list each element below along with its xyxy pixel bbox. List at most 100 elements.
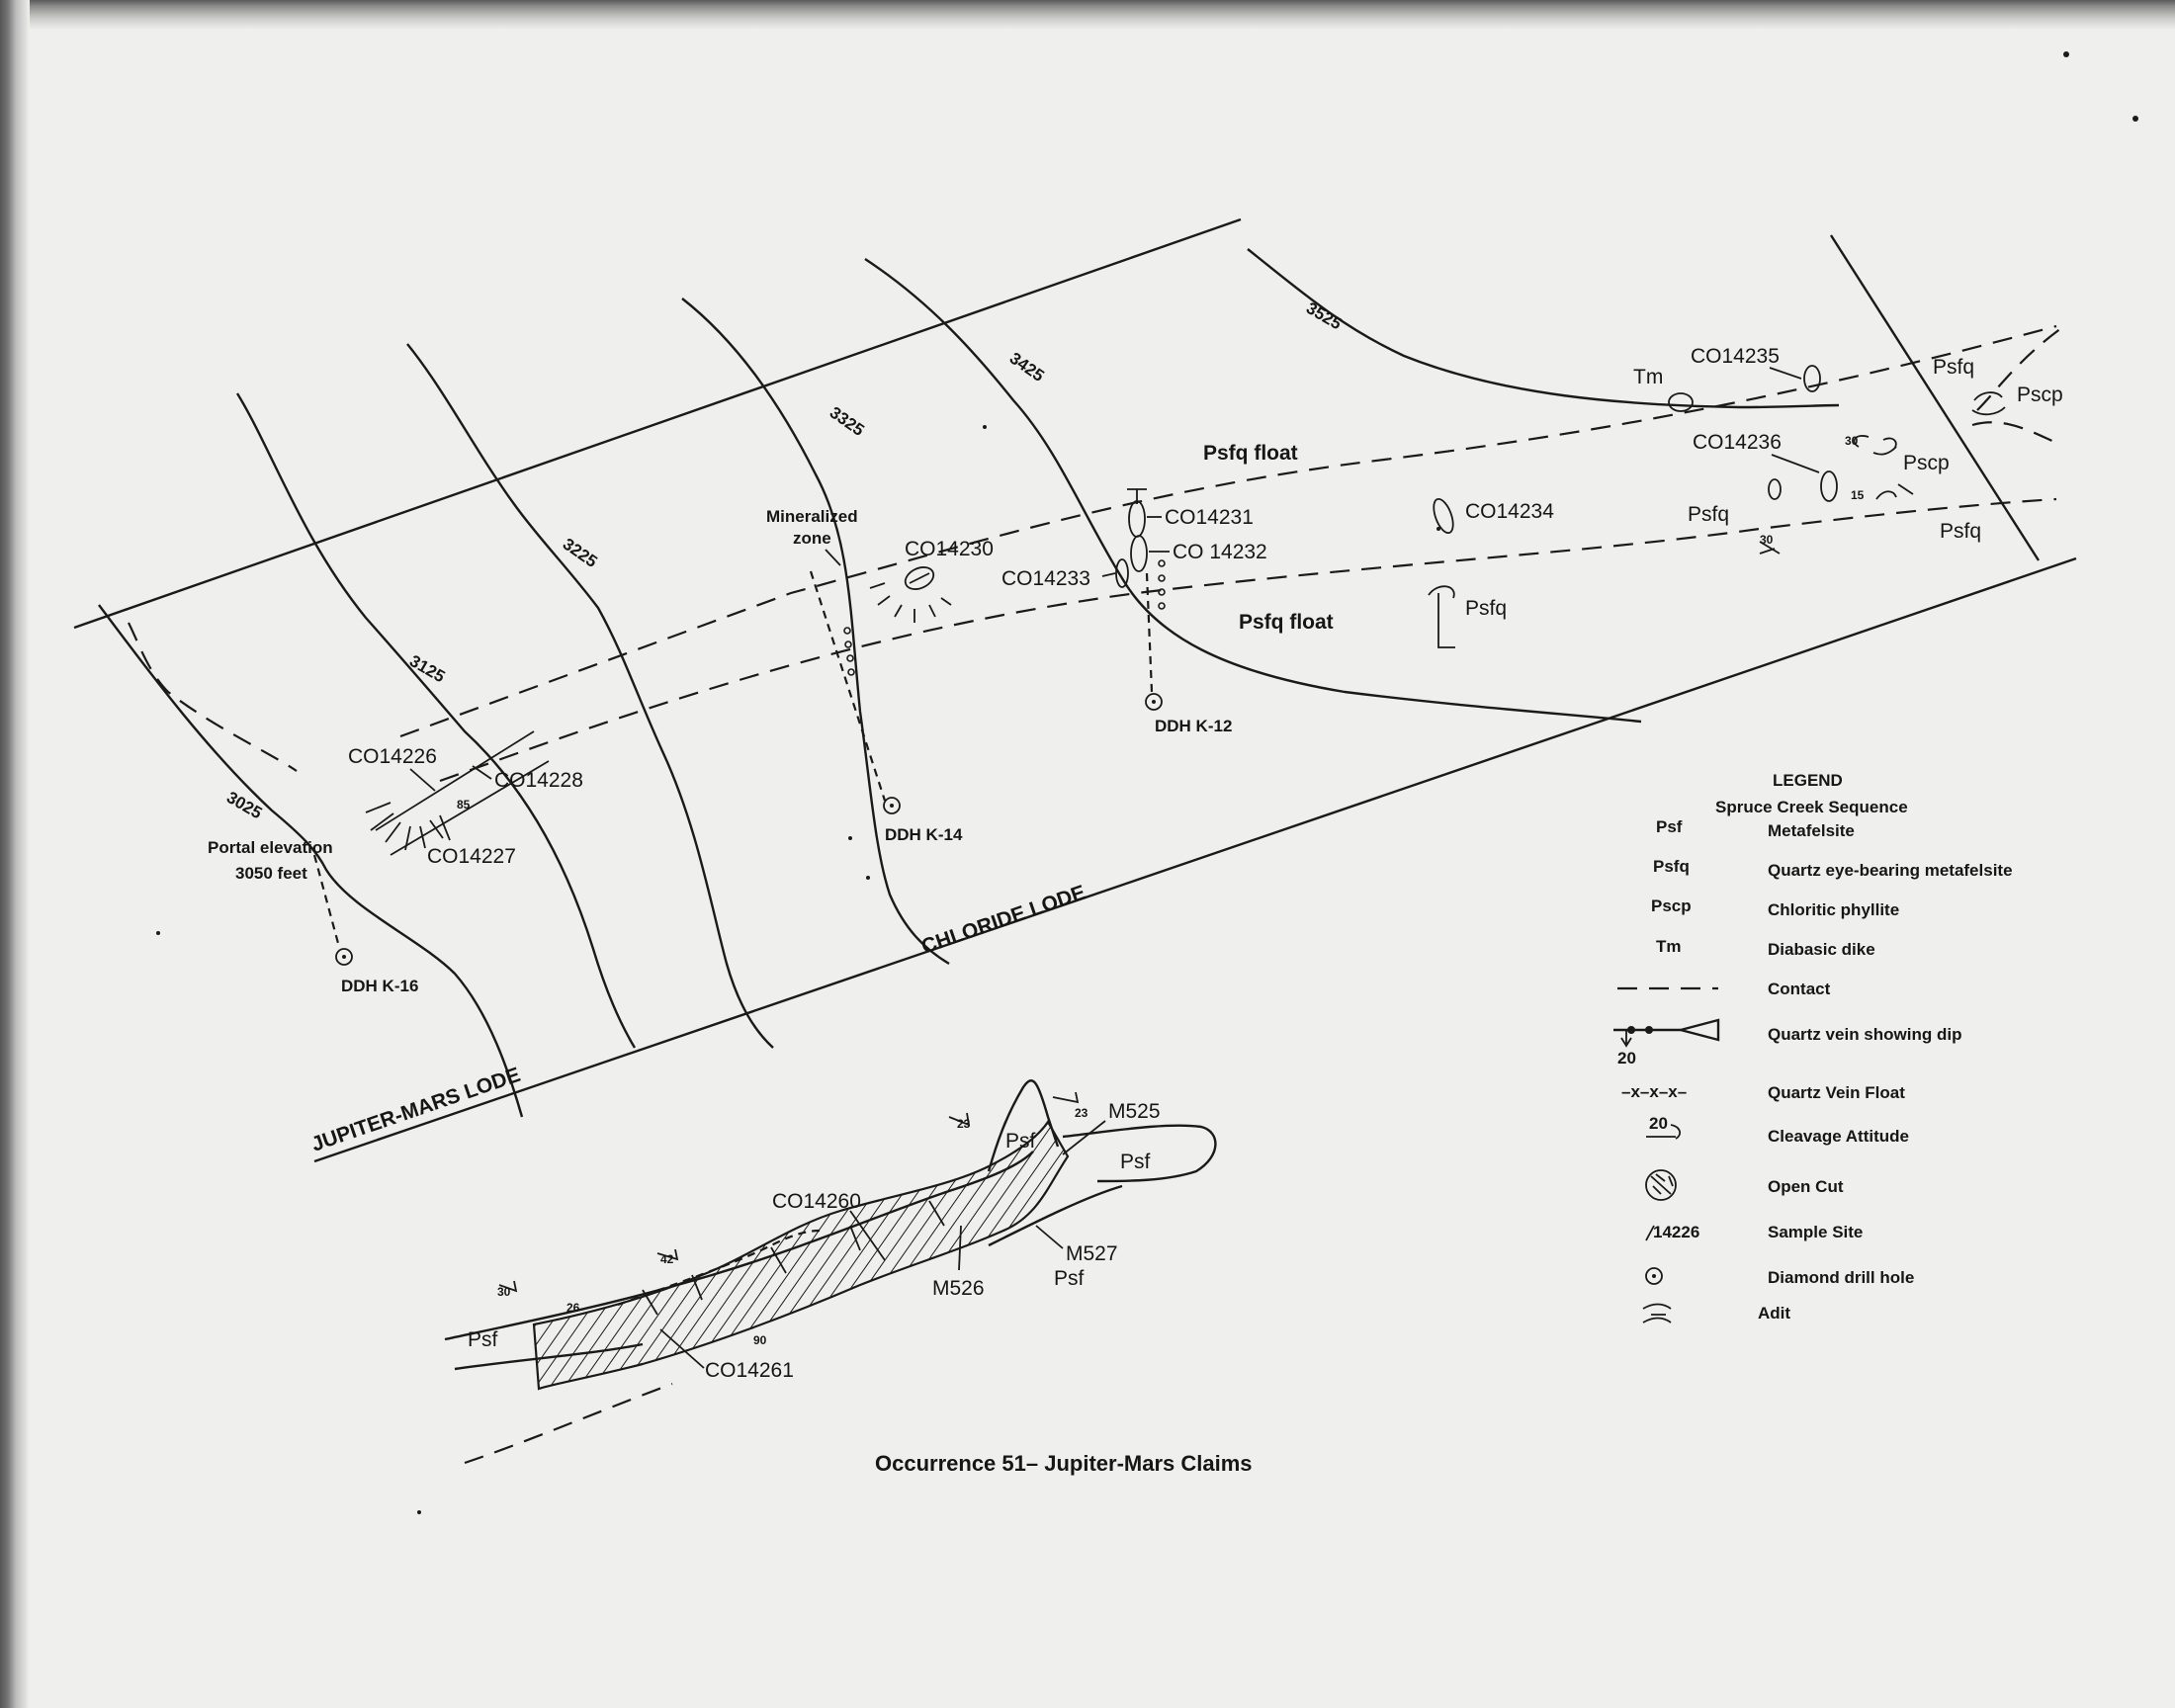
sample-site-icon — [1115, 558, 1129, 588]
drill-hole-icon — [883, 797, 901, 814]
dotted-contact — [617, 1229, 822, 1307]
ore-zone-hatched — [532, 1119, 1070, 1391]
legend-open-cut-label: Open Cut — [1768, 1177, 1844, 1196]
contour-lines — [98, 248, 1840, 1118]
unit-tm: Tm — [1633, 366, 1663, 388]
leader-mineralized — [825, 549, 841, 566]
contact-north — [399, 324, 2057, 738]
sample-label-14230: CO14230 — [905, 538, 994, 560]
sample-label-14235: CO14235 — [1691, 345, 1780, 368]
attitude-30-detail: 30 — [497, 1285, 511, 1299]
vein-trace-north — [444, 1151, 1034, 1341]
unit-psf-detail-3: Psf — [1054, 1267, 1085, 1290]
attitude-42: 42 — [660, 1252, 674, 1266]
geologic-contacts — [128, 324, 2062, 783]
drill-label-k14: DDH K-14 — [885, 825, 963, 844]
mineralized-line-1: Mineralized — [766, 507, 858, 526]
sample-site-icon — [1433, 497, 1454, 535]
attitude-26: 26 — [566, 1301, 580, 1315]
open-cut-icon — [869, 566, 952, 623]
legend-drill-label: Diamond drill hole — [1768, 1268, 1914, 1287]
sample-label-14228: CO14228 — [494, 769, 583, 792]
legend-cleavage-label: Cleavage Attitude — [1768, 1127, 1909, 1146]
legend-contact-label: Contact — [1768, 980, 1831, 998]
sample-site-icon — [1768, 478, 1782, 500]
unit-psfq-east: Psfq — [1940, 520, 1981, 543]
contour-label-3325: 3325 — [826, 403, 868, 440]
drill-hole-icon — [1145, 693, 1163, 711]
rib-ticks — [642, 1200, 945, 1316]
attitude-90: 90 — [753, 1333, 767, 1347]
claim-line-north — [73, 217, 1242, 630]
attitude-15: 15 — [1851, 488, 1865, 502]
claim-boundaries — [73, 217, 2077, 1163]
drill-trace-k14 — [809, 570, 887, 802]
contact-east-b — [1971, 421, 2062, 447]
legend-subtitle: Spruce Creek Sequence — [1715, 798, 1908, 816]
legend-sample-num: 14226 — [1653, 1223, 1699, 1241]
dike-outcrop — [1668, 392, 1694, 412]
attitude-symbols — [498, 1091, 1080, 1293]
quartz-vein-icon — [1613, 1018, 1720, 1048]
unit-psfq-float-north: Psfq float — [1203, 442, 1298, 465]
float-line-1 — [375, 730, 535, 831]
legend-code-psf: Psf — [1656, 817, 1683, 836]
float-line-2 — [390, 760, 550, 856]
cleavage-icon — [1646, 1124, 1682, 1140]
unit-psf-detail-2: Psf — [1120, 1151, 1151, 1173]
figure-title: Occurrence 51– Jupiter-Mars Claims — [875, 1451, 1253, 1476]
specks — [156, 51, 2138, 1514]
drift-line — [988, 1184, 1123, 1247]
psf-outline-left — [987, 1079, 1060, 1172]
contact-south — [439, 497, 2057, 783]
open-cuts — [365, 566, 952, 851]
contour-3125 — [235, 392, 637, 1049]
open-cut-icon — [1645, 1169, 1677, 1201]
unit-psfq-west: Psfq — [1688, 503, 1729, 526]
cleavage-symbol-25 — [1971, 391, 2006, 416]
unit-psf-detail-4: Psf — [468, 1328, 498, 1351]
unit-pscp-mid: Pscp — [1903, 452, 1950, 474]
drill-label-k12: DDH K-12 — [1155, 717, 1232, 735]
contact-west — [128, 622, 298, 772]
contour-3425 — [864, 257, 1642, 724]
sample-labels: CO14226 CO14228 CO14227 85 CO14230 CO142… — [348, 345, 1820, 868]
sample-site-icon — [1130, 535, 1148, 572]
chloride-lode-label: CHLORIDE LODE — [918, 881, 1088, 958]
unit-psfq-northeast: Psfq — [1933, 356, 1974, 379]
legend-float-label: Quartz Vein Float — [1768, 1083, 1905, 1102]
legend-desc-pscp: Chloritic phyllite — [1768, 900, 1899, 919]
sample-label-14234: CO14234 — [1465, 500, 1554, 523]
contour-label-3025: 3025 — [223, 788, 265, 822]
quartz-vein-float — [375, 730, 550, 856]
attitude-23-a: 23 — [957, 1117, 971, 1131]
contour-label-3425: 3425 — [1006, 349, 1048, 385]
cleavage-symbol-30b — [1759, 541, 1781, 555]
drill-trace-k16 — [312, 854, 341, 948]
workings-labels: CO14260 CO14261 M525 M526 M527 Psf Psf P… — [468, 1100, 1161, 1382]
legend-adit-label: Adit — [1758, 1304, 1790, 1323]
claim-line-south — [313, 556, 2077, 1163]
sample-label-14233: CO14233 — [1001, 567, 1090, 590]
legend-cleavage-num: 20 — [1649, 1114, 1668, 1133]
mineralized-line-2: zone — [793, 529, 831, 548]
legend-float-icon: –x–x–x– — [1621, 1082, 1687, 1101]
legend-title: LEGEND — [1773, 771, 1843, 790]
workings-detail — [444, 1079, 1217, 1465]
drill-hole-legend-icon — [1645, 1267, 1663, 1285]
legend-desc-psfq: Quartz eye-bearing metafelsite — [1768, 861, 2013, 880]
contour-3325 — [681, 298, 950, 966]
legend: LEGEND Spruce Creek Sequence Psf Metafel… — [1613, 771, 2013, 1324]
attitude-30-south: 30 — [1760, 533, 1774, 547]
legend-desc-tm: Diabasic dike — [1768, 940, 1875, 959]
unit-labels: Psfq float Psfq float Psfq Psfq Pscp Psc… — [1203, 356, 2063, 634]
unit-pscp-east: Pscp — [2017, 384, 2063, 406]
sample-label-14261: CO14261 — [705, 1359, 794, 1382]
open-cut-icon — [365, 802, 444, 851]
contour-3525 — [1247, 248, 1840, 409]
contour-label-3125: 3125 — [406, 651, 448, 686]
attitude-85: 85 — [457, 798, 471, 811]
jupiter-mars-lode-label: JUPITER-MARS LODE — [308, 1064, 523, 1156]
